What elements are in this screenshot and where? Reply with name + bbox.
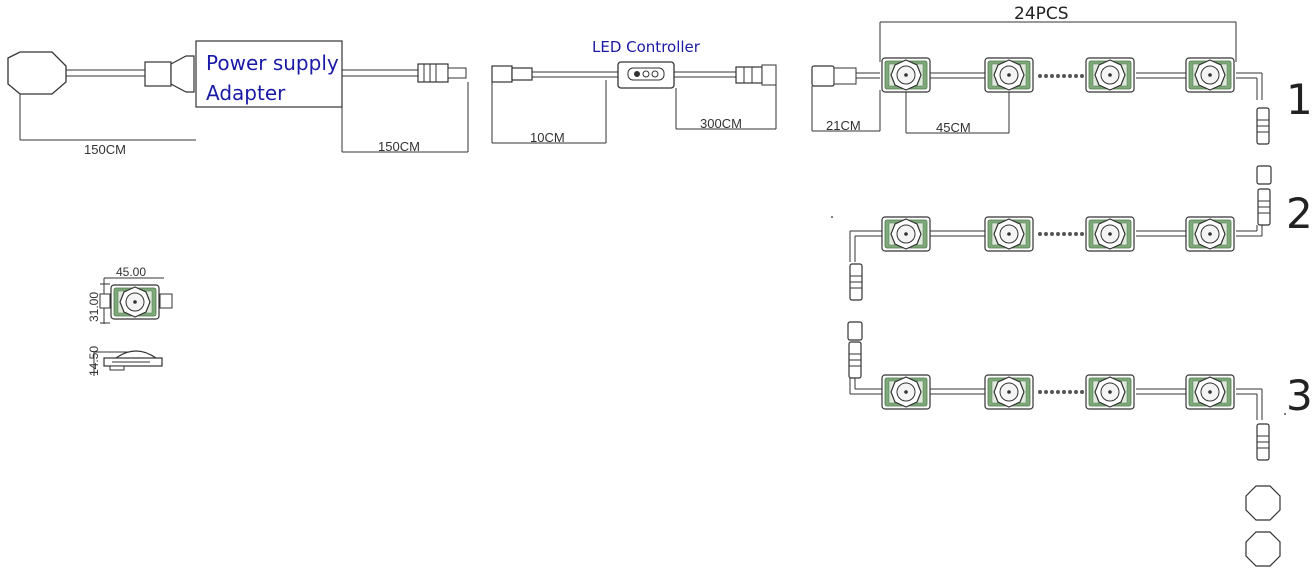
chain-connector — [1257, 188, 1271, 226]
plug-cable-dimension — [19, 94, 196, 141]
power-supply-line2: Adapter — [206, 81, 286, 105]
row-number-3: 3 — [1286, 371, 1313, 420]
chain-connector — [1256, 165, 1272, 185]
row-number-1: 1 — [1286, 75, 1313, 124]
led-controller-label: LED Controller — [592, 38, 700, 56]
controller-dimensions — [491, 80, 777, 144]
controller-output-length: 300CM — [700, 116, 742, 131]
chain-connector — [848, 341, 862, 379]
adapter-cable-dimension — [341, 82, 469, 153]
led-module — [984, 374, 1034, 410]
module-row-2 — [831, 165, 1272, 301]
lead-in-length: 21CM — [826, 118, 861, 133]
ac-plug — [7, 51, 195, 95]
module-spacing-dimension — [905, 90, 1010, 134]
led-controller — [491, 61, 777, 89]
chain-connector — [1256, 107, 1270, 145]
led-module — [1185, 374, 1235, 410]
module-thickness: 14.50 — [87, 346, 101, 376]
led-module — [881, 216, 931, 252]
dotted-continuation — [1038, 74, 1084, 78]
row-number-2: 2 — [1286, 189, 1313, 238]
chain-connector — [1256, 423, 1270, 461]
led-module — [881, 57, 931, 93]
power-supply-label: Power supply — [206, 51, 339, 75]
module-height: 31.00 — [87, 292, 101, 322]
led-controller-text: LED Controller — [592, 38, 700, 56]
module-row-3 — [847, 321, 1286, 461]
power-adapter — [195, 40, 467, 108]
led-module — [984, 216, 1034, 252]
power-supply-line1: Power supply — [206, 51, 339, 75]
module-spacing-length: 45CM — [936, 120, 971, 135]
end-caps — [1245, 485, 1281, 567]
module-top-view — [99, 277, 173, 324]
led-module — [1185, 57, 1235, 93]
led-module — [1085, 216, 1135, 252]
led-module — [881, 374, 931, 410]
module-row-1 — [881, 57, 1270, 145]
lead-in-connector — [811, 65, 880, 87]
controller-input-length: 10CM — [530, 130, 565, 145]
chain-connector — [849, 263, 863, 301]
lead-in-dimension — [811, 86, 881, 132]
module-width: 45.00 — [116, 265, 146, 279]
pcs-bracket — [879, 21, 1237, 62]
adapter-label: Adapter — [206, 81, 285, 105]
led-module — [110, 284, 160, 320]
led-module — [1085, 374, 1135, 410]
dotted-continuation — [1038, 390, 1084, 394]
chain-connector — [847, 321, 863, 341]
dotted-continuation — [1038, 232, 1084, 236]
pcs-count: 24PCS — [1014, 4, 1069, 24]
led-module — [1085, 57, 1135, 93]
led-module — [1185, 216, 1235, 252]
adapter-cable-length: 150CM — [378, 139, 420, 154]
plug-cable-length: 150CM — [84, 142, 126, 157]
led-module — [984, 57, 1034, 93]
module-side-view — [93, 350, 163, 376]
